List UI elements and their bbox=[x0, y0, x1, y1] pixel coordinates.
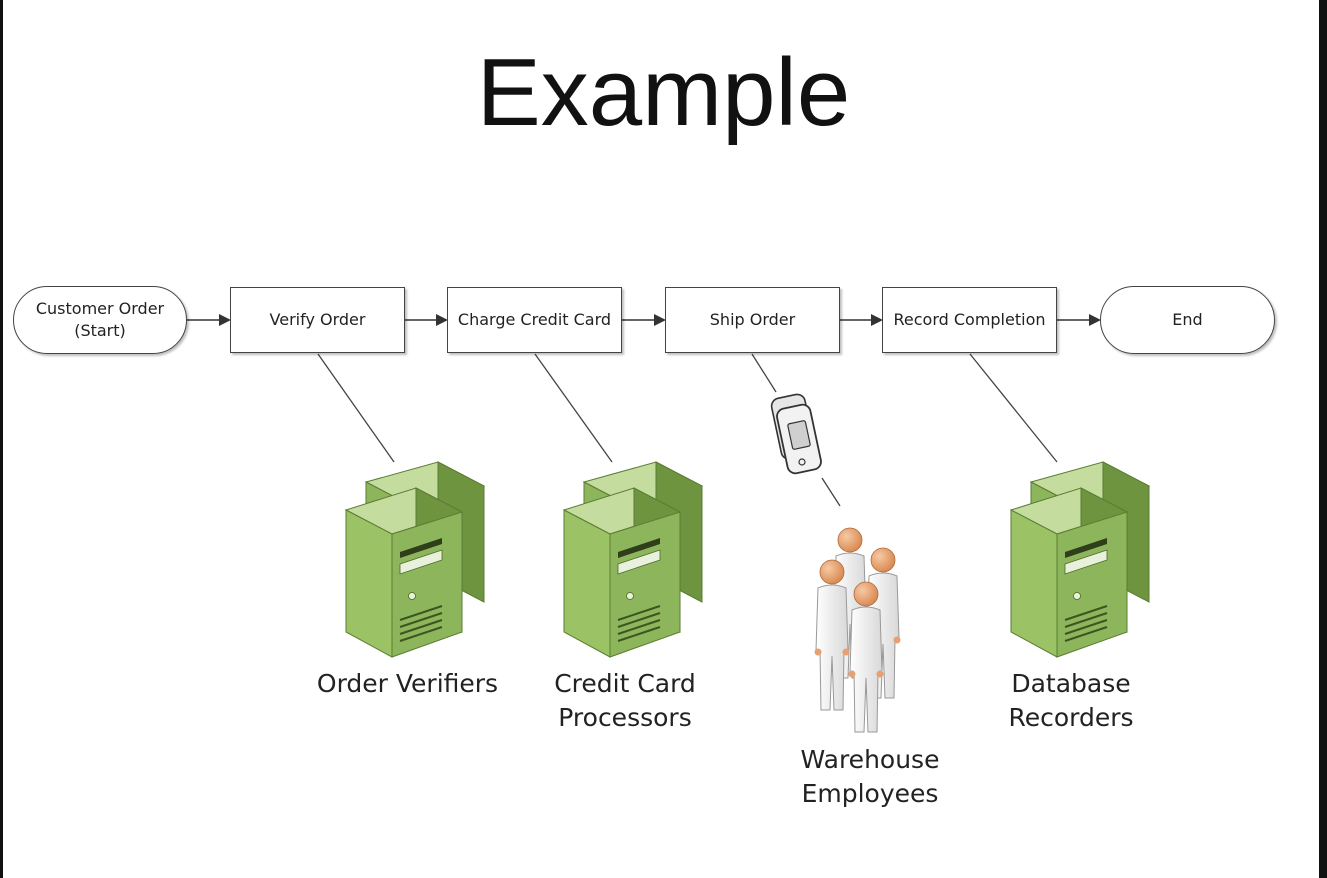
association-line bbox=[317, 353, 395, 463]
association-line bbox=[821, 477, 841, 507]
server-icon bbox=[345, 461, 485, 658]
start-terminal: Customer Order (Start) bbox=[13, 286, 187, 354]
caption-credit-card-processors: Credit Card Processors bbox=[554, 669, 696, 732]
step-verify-order: Verify Order bbox=[230, 287, 405, 353]
server-icon bbox=[1010, 461, 1150, 658]
caption-database-recorders: Database Recorders bbox=[1008, 669, 1134, 732]
end-terminal: End bbox=[1100, 286, 1275, 354]
step-ship-order: Ship Order bbox=[665, 287, 840, 353]
association-line bbox=[751, 353, 777, 393]
slide-frame-right bbox=[1319, 0, 1327, 878]
association-line bbox=[534, 353, 613, 463]
step-charge-credit-card: Charge Credit Card bbox=[447, 287, 622, 353]
caption-order-verifiers: Order Verifiers bbox=[316, 669, 499, 698]
slide-frame-left bbox=[0, 0, 3, 878]
association-line bbox=[969, 353, 1058, 463]
people-group-icon bbox=[814, 527, 901, 733]
slide-title: Example bbox=[476, 39, 851, 146]
step-record-completion: Record Completion bbox=[882, 287, 1057, 353]
server-icon bbox=[563, 461, 703, 658]
handheld-device-icon bbox=[770, 393, 822, 475]
caption-warehouse-employees: Warehouse Employees bbox=[800, 745, 940, 808]
